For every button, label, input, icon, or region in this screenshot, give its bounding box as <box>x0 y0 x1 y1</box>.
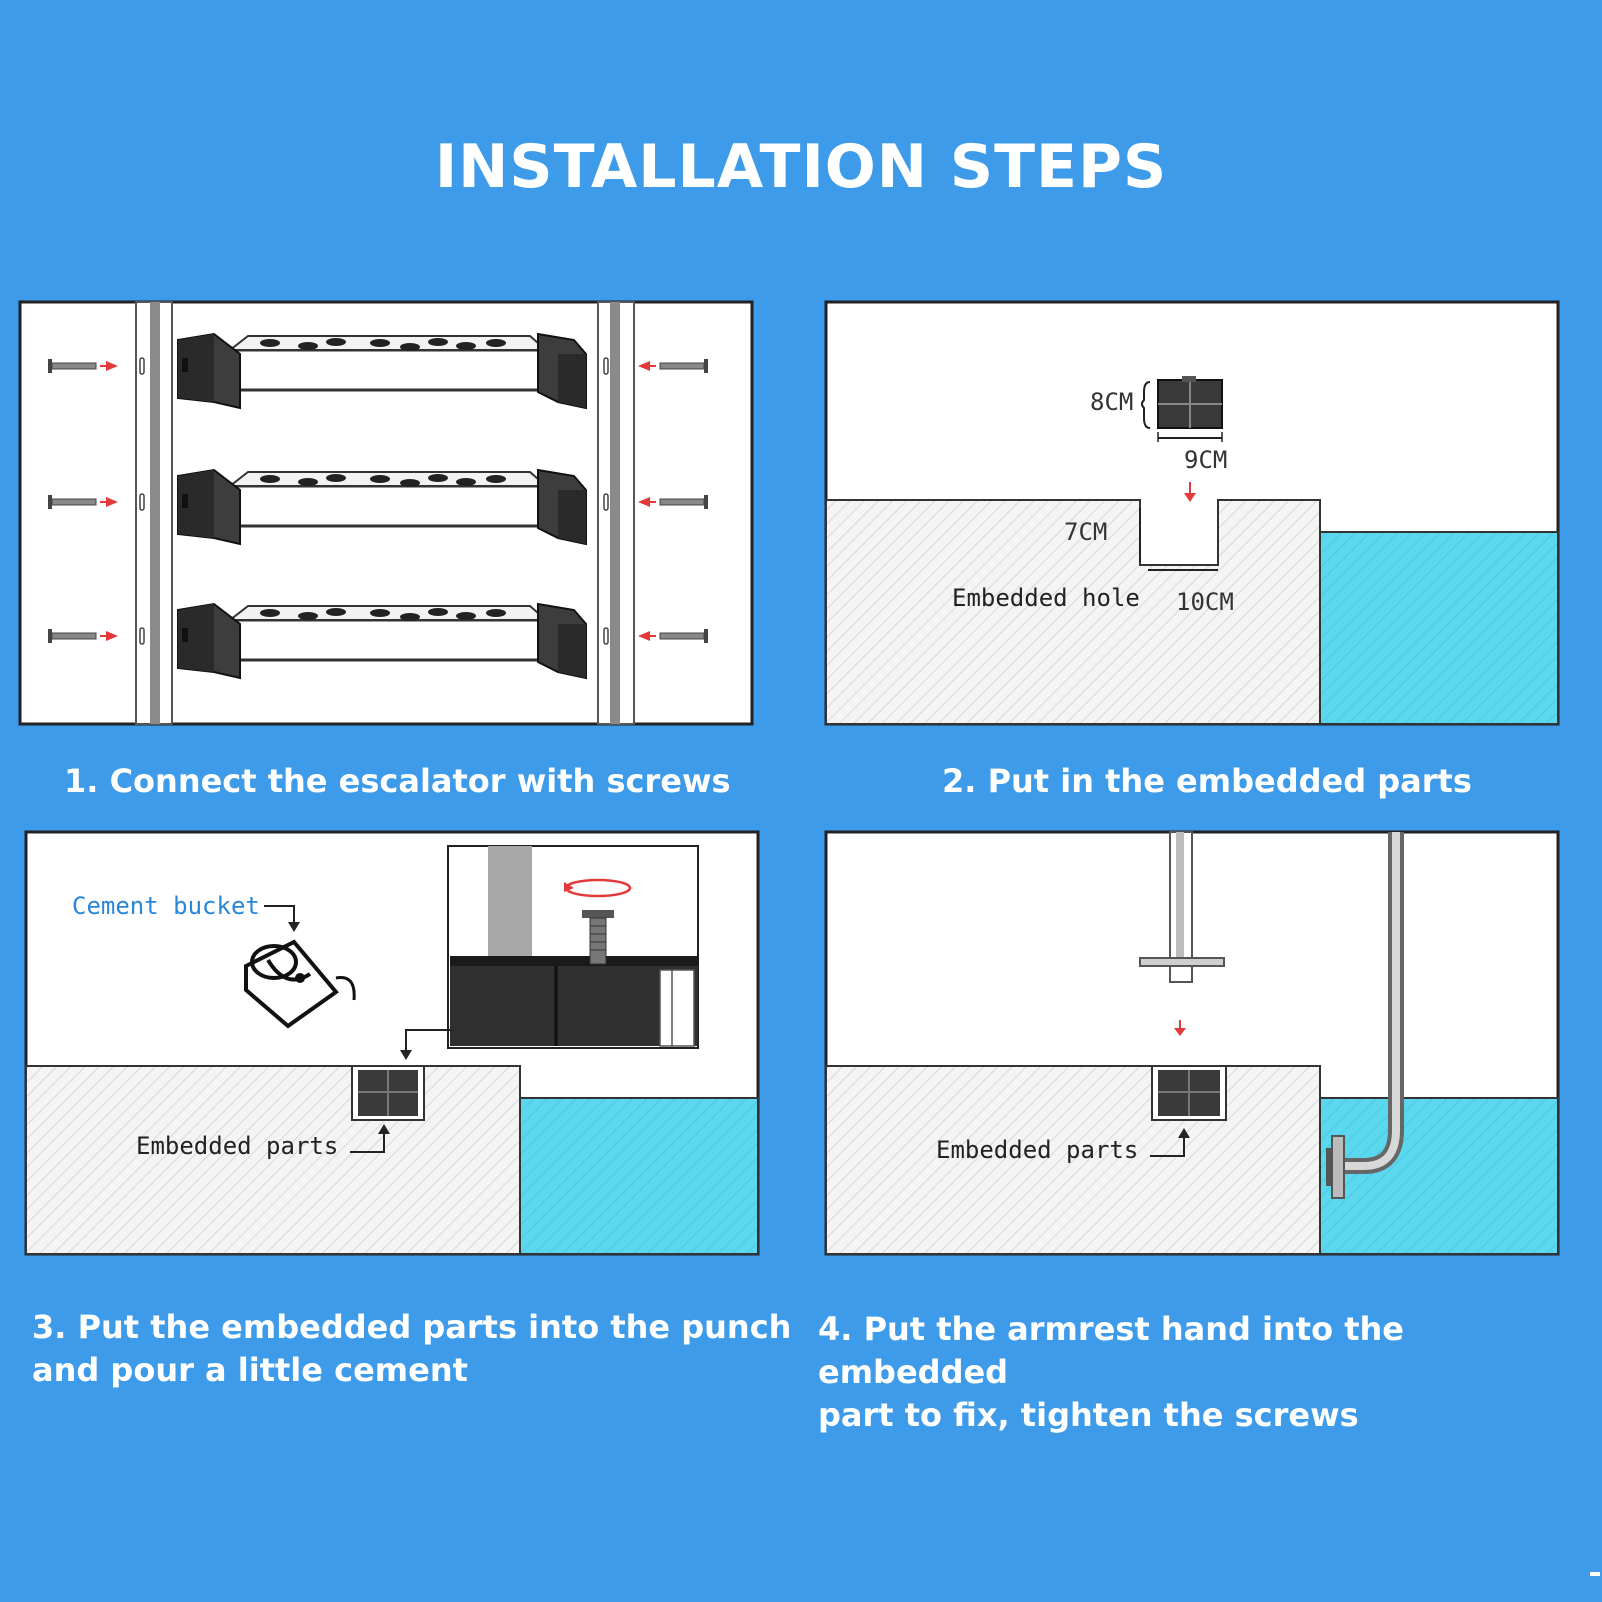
page-title: INSTALLATION STEPS <box>434 132 1168 202</box>
ground <box>25 1065 521 1255</box>
rotate-arrow-icon <box>564 878 632 898</box>
embedded-parts-label: Embedded parts <box>136 1132 338 1160</box>
step-4-caption-line-2: part to fix, tighten the screws <box>818 1396 1359 1434</box>
pool-water <box>519 1097 759 1255</box>
step-3-panel: Cement bucket Embedded parts <box>24 830 760 1256</box>
step-1-panel <box>18 300 754 726</box>
left-post-core <box>150 302 160 724</box>
step-2-caption: 2. Put in the embedded parts <box>942 762 1472 800</box>
closeup-inset <box>447 845 699 1049</box>
embedded-block <box>351 1065 425 1121</box>
step-2-panel: 8CM 9CM 7CM Embedded hole 10CM <box>824 300 1560 726</box>
height-label: 8CM <box>1090 388 1133 416</box>
pool-handrail <box>1326 832 1404 1199</box>
hole-width-label: 10CM <box>1176 588 1234 616</box>
pool-water <box>1319 1097 1559 1255</box>
embedded-block <box>1151 1065 1227 1121</box>
step-4-panel: Embedded parts <box>824 830 1560 1256</box>
ground <box>825 1065 1321 1255</box>
embedded-hole-label: Embedded hole <box>952 584 1140 612</box>
width-label: 9CM <box>1184 446 1227 474</box>
step-4-diagram: Embedded parts <box>824 830 1560 1256</box>
step-1-diagram <box>18 300 754 726</box>
depth-label: 7CM <box>1064 518 1107 546</box>
step-4-caption-line-1: 4. Put the armrest hand into the embedde… <box>818 1310 1404 1391</box>
arrow-down-icon <box>1184 482 1196 502</box>
bucket-icon <box>244 939 356 1029</box>
embedded-parts-label: Embedded parts <box>936 1136 1138 1164</box>
step-4-caption: 4. Put the armrest hand into the embedde… <box>818 1308 1602 1437</box>
step-3-caption: 3. Put the embedded parts into the punch… <box>32 1306 791 1392</box>
step-3-caption-line-1: 3. Put the embedded parts into the punch <box>32 1308 792 1346</box>
arrow-down-icon <box>1174 1020 1186 1036</box>
right-post-core <box>610 302 620 724</box>
cement-bucket-label: Cement bucket <box>72 892 260 920</box>
pool-water <box>1319 531 1559 725</box>
step-2-diagram: 8CM 9CM 7CM Embedded hole 10CM <box>824 300 1560 726</box>
corner-mark <box>1590 1572 1600 1576</box>
step-3-diagram: Cement bucket Embedded parts <box>24 830 760 1256</box>
step-1-caption: 1. Connect the escalator with screws <box>64 762 731 800</box>
step-3-caption-line-2: and pour a little cement <box>32 1351 468 1389</box>
armrest-rod <box>1139 831 1225 983</box>
embedded-block <box>1157 376 1223 429</box>
